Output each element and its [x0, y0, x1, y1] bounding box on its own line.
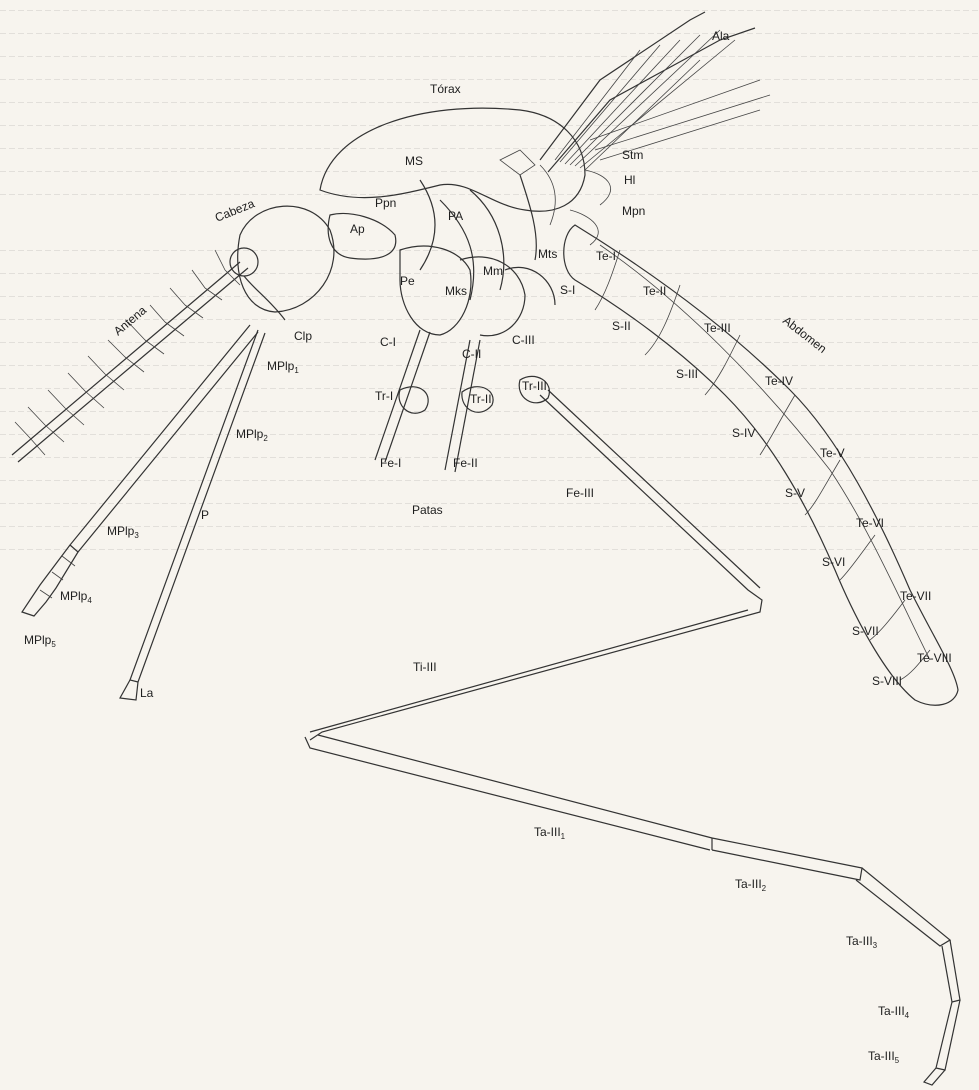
- label-mm: Mm: [483, 264, 503, 278]
- label-ta5: Ta-III5: [868, 1049, 900, 1065]
- label-ms: MS: [405, 154, 423, 168]
- label-ti3: Ti-III: [413, 660, 437, 674]
- hind-leg: [305, 390, 960, 1085]
- label-la: La: [140, 686, 154, 700]
- label-pa: PA: [448, 209, 463, 223]
- label-s4: S-IV: [732, 426, 755, 440]
- label-te7: Te-VII: [900, 589, 931, 603]
- label-fe1: Fe-I: [380, 456, 401, 470]
- label-c1: C-I: [380, 335, 396, 349]
- label-mts: Mts: [538, 247, 557, 261]
- label-te8: Te-VIII: [917, 651, 952, 665]
- label-antena: Antena: [111, 303, 149, 338]
- label-fe3: Fe-III: [566, 486, 594, 500]
- label-stm: Stm: [622, 148, 643, 162]
- label-s6: S-VI: [822, 555, 845, 569]
- label-s1: S-I: [560, 283, 575, 297]
- label-torax: Tórax: [430, 82, 461, 96]
- label-ap: Ap: [350, 222, 365, 236]
- abdomen: [564, 225, 958, 705]
- label-tr1: Tr-I: [375, 389, 393, 403]
- label-pe: Pe: [400, 274, 415, 288]
- label-hl: Hl: [624, 173, 635, 187]
- label-s2: S-II: [612, 319, 631, 333]
- label-s5: S-V: [785, 486, 805, 500]
- label-s7: S-VII: [852, 624, 879, 638]
- label-s3: S-III: [676, 367, 698, 381]
- label-tr2: Tr-II: [470, 392, 492, 406]
- label-ta4: Ta-III4: [878, 1004, 910, 1020]
- label-patas: Patas: [412, 503, 443, 517]
- label-te2: Te-II: [643, 284, 666, 298]
- label-clp: Clp: [294, 329, 312, 343]
- label-c3: C-III: [512, 333, 535, 347]
- label-s8: S-VIII: [872, 674, 902, 688]
- head: [230, 206, 396, 320]
- label-p: P: [201, 508, 209, 522]
- label-te5: Te-V: [820, 446, 845, 460]
- antenna: [12, 250, 248, 462]
- label-ta3: Ta-III3: [846, 934, 878, 950]
- label-mpn: Mpn: [622, 204, 645, 218]
- label-abdomen: Abdomen: [780, 313, 829, 356]
- label-mks: Mks: [445, 284, 467, 298]
- mouthparts: [22, 325, 265, 700]
- label-te6: Te-VI: [856, 516, 884, 530]
- label-te3: Te-III: [704, 321, 731, 335]
- label-ta1: Ta-III1: [534, 825, 566, 841]
- label-te1: Te-I: [596, 249, 616, 263]
- label-ala: Ala: [712, 29, 730, 43]
- wing: [540, 12, 770, 172]
- label-mplp3: MPlp3: [107, 524, 139, 540]
- label-ta2: Ta-III2: [735, 877, 767, 893]
- label-c2: C-II: [462, 347, 481, 361]
- label-mplp1: MPlp1: [267, 359, 299, 375]
- label-fe2: Fe-II: [453, 456, 478, 470]
- label-te4: Te-IV: [765, 374, 793, 388]
- label-mplp5: MPlp5: [24, 633, 56, 649]
- label-mplp2: MPlp2: [236, 427, 268, 443]
- label-tr3: Tr-III: [522, 379, 547, 393]
- label-mplp4: MPlp4: [60, 589, 92, 605]
- label-ppn: Ppn: [375, 196, 396, 210]
